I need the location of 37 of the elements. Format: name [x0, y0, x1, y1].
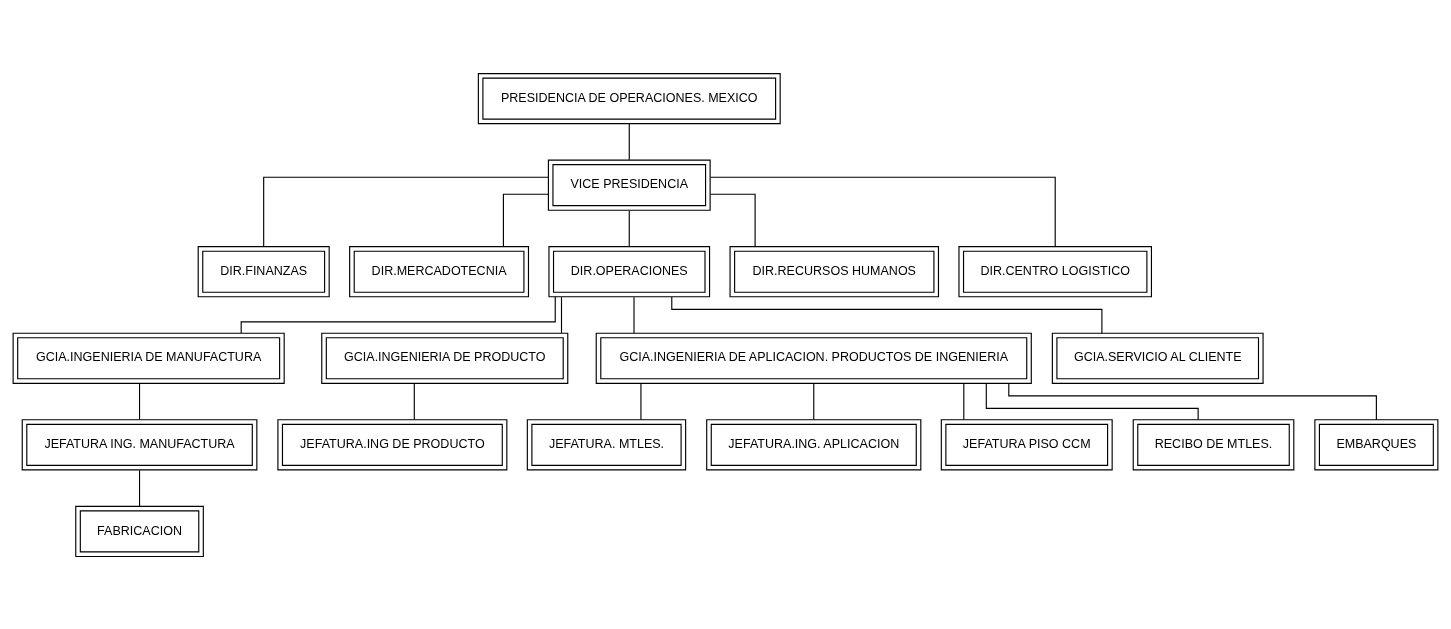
connector [633, 296, 635, 334]
connector [138, 469, 141, 507]
connector [709, 193, 756, 247]
node-box: GCIA.SERVICIO AL CLIENTE [1051, 332, 1264, 384]
connector [671, 295, 1103, 334]
connector [813, 382, 815, 420]
node-box: DIR.FINANZAS [197, 245, 330, 297]
node-box: EMBARQUES [1314, 418, 1439, 470]
connector [709, 176, 1056, 247]
connector [628, 123, 630, 160]
connector [263, 176, 549, 247]
connector [1008, 382, 1377, 420]
node-box: RECIBO DE MTLES. [1132, 418, 1295, 470]
node-box: JEFATURA.ING DE PRODUCTO [277, 418, 508, 470]
node-box: DIR.RECURSOS HUMANOS [729, 245, 940, 297]
node-box: DIR.OPERACIONES [548, 245, 711, 297]
node-box: GCIA.INGENIERIA DE APLICACION. PRODUCTOS DE INGENIERIA [595, 332, 1032, 384]
node-box: GCIA.INGENIERIA DE PRODUCTO [321, 332, 569, 384]
connector [640, 382, 642, 420]
connector [628, 209, 630, 247]
node-box: JEFATURA. MTLES. [526, 418, 687, 470]
connector [560, 296, 563, 334]
connector [138, 382, 141, 420]
node-box: DIR.CENTRO LOGISTICO [958, 245, 1152, 297]
node-box: JEFATURA.ING. APLICACION [706, 418, 922, 470]
node-box: PRESIDENCIA DE OPERACIONES. MEXICO [477, 72, 781, 124]
connector [502, 193, 549, 247]
node-box: FABRICACION [75, 505, 204, 557]
connector [413, 382, 415, 420]
node-box: GCIA.INGENIERIA DE MANUFACTURA [12, 332, 285, 384]
node-box: VICE PRESIDENCIA [547, 159, 711, 211]
connector [985, 382, 1199, 420]
connector [240, 295, 556, 334]
connector [963, 382, 965, 420]
node-box: JEFATURA PISO CCM [940, 418, 1113, 470]
node-box: DIR.MERCADOTECNIA [349, 245, 530, 297]
node-box: JEFATURA ING. MANUFACTURA [21, 418, 258, 470]
